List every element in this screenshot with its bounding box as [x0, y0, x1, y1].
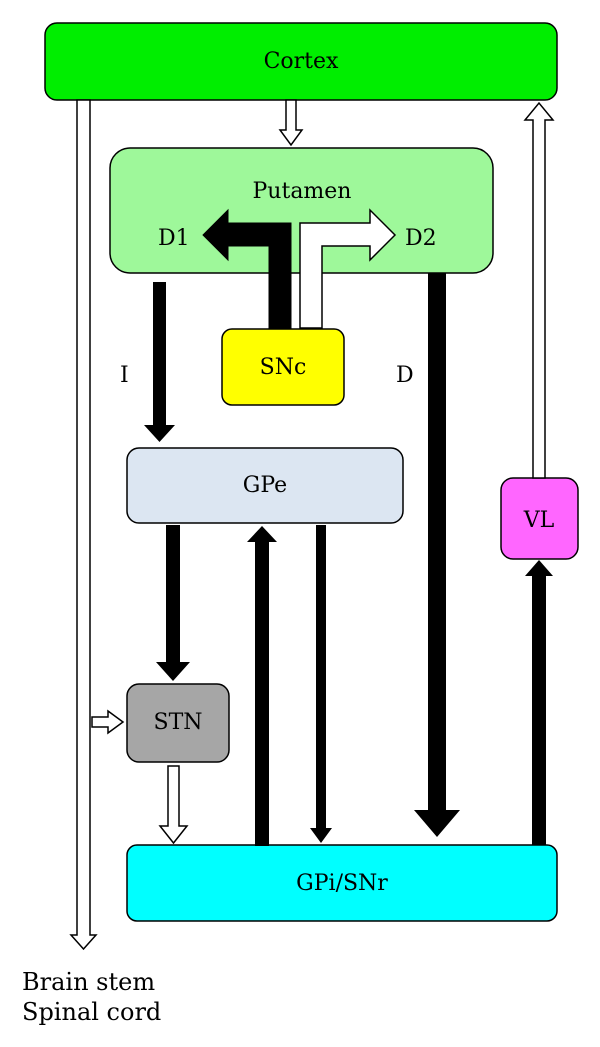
- gpe-box: [126, 447, 404, 524]
- putamen-label: Putamen: [253, 179, 352, 204]
- arrow-snc-to-d2: [299, 208, 397, 329]
- d2-label: D2: [405, 226, 437, 251]
- vl-label: VL: [523, 508, 555, 533]
- gpe-label: GPe: [243, 473, 287, 498]
- arrow-gpi-to-gpe: [247, 526, 277, 846]
- arrow-gpe-to-stn: [156, 525, 190, 681]
- arrow-snc-to-d1: [202, 208, 292, 329]
- arrow-gpe-to-gpi: [310, 525, 332, 843]
- gpi-box: [126, 844, 558, 922]
- arrow-putamen-to-gpi: [414, 273, 460, 837]
- arrow-cortex-to-stn: [91, 709, 125, 735]
- arrow-cortex-to-output: [69, 99, 98, 951]
- arrow-cortex-to-putamen: [278, 99, 304, 147]
- snc-box: [221, 328, 345, 406]
- output-label-line2: Spinal cord: [22, 998, 161, 1026]
- indirect-label: I: [120, 363, 129, 388]
- cortex-box: [44, 22, 558, 101]
- arrow-stn-to-gpi: [158, 765, 189, 845]
- arrow-putamen-to-gpe: [144, 282, 175, 442]
- cortex-label: Cortex: [264, 49, 339, 74]
- output-label-line1: Brain stem: [22, 968, 155, 996]
- d1-label: D1: [158, 226, 190, 251]
- direct-label: D: [396, 363, 414, 388]
- snc-label: SNc: [260, 355, 307, 380]
- stn-label: STN: [154, 710, 203, 735]
- arrow-gpi-to-vl: [525, 560, 553, 845]
- gpi-label: GPi/SNr: [296, 871, 388, 896]
- stn-box: [126, 683, 230, 763]
- arrow-vl-to-cortex: [523, 101, 555, 479]
